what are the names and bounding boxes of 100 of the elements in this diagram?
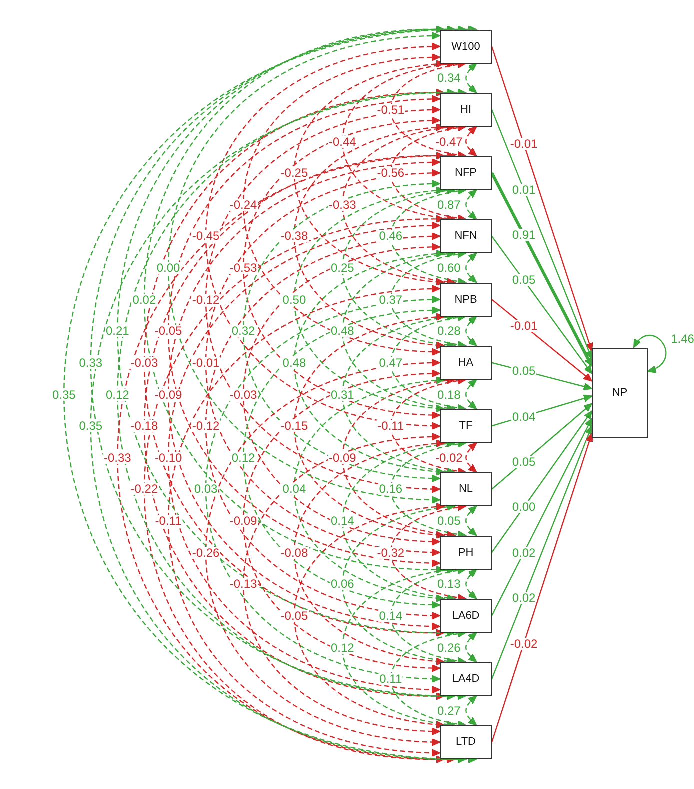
edge-label: 0.18 (436, 388, 462, 400)
edge-label: 0.04 (282, 483, 308, 496)
variable-box: NPB (440, 282, 492, 317)
edge-label: 0.14 (378, 610, 404, 622)
edge-label: 0.50 (282, 294, 308, 306)
edge-label: -0.33 (103, 452, 132, 464)
covariance-arrow (168, 286, 440, 756)
covariance-arrow (294, 377, 445, 602)
edge-label: -0.11 (376, 420, 406, 432)
variable-box: LA4D (440, 662, 492, 696)
edge-label: 0.33 (78, 356, 104, 369)
edge-label: -0.22 (130, 483, 160, 496)
path-arrow (491, 426, 593, 680)
path-arrow (492, 236, 592, 374)
covariance-arrow (206, 43, 440, 430)
edge-label: 0.27 (436, 704, 462, 717)
edge-label: 0.12 (105, 388, 130, 400)
covariance-arrow (294, 504, 445, 728)
covariance-arrow (144, 90, 445, 636)
edge-label: 0.04 (511, 410, 537, 423)
variable-box: PH (440, 536, 492, 570)
covariance-arrow (466, 252, 478, 284)
path-arrow (492, 299, 592, 382)
edge-label: -0.01 (509, 138, 539, 150)
covariance-arrow (64, 26, 478, 763)
covariance-arrow (466, 63, 478, 94)
covariance-arrow (466, 696, 478, 726)
covariance-arrow (243, 307, 440, 608)
covariance-arrow (294, 60, 445, 286)
edge-label: -0.33 (328, 198, 358, 211)
path-arrow (491, 418, 593, 616)
covariance-arrow (144, 216, 445, 763)
path-arrow (490, 172, 594, 367)
edge-label: 0.48 (330, 325, 356, 338)
edge-label: -0.03 (228, 388, 258, 400)
edge-label: -0.53 (228, 262, 258, 274)
edge-label: 0.05 (436, 515, 462, 527)
edge-label: 0.34 (436, 72, 462, 84)
covariance-arrow (243, 434, 440, 735)
covariance-arrow (466, 632, 478, 663)
edge-label: 0.21 (105, 325, 130, 338)
edge-label: 0.46 (378, 230, 404, 242)
covariance-arrow (206, 360, 440, 746)
edge-label: 0.32 (230, 325, 256, 338)
path-arrow (492, 410, 592, 553)
covariance-arrow (294, 187, 445, 412)
edge-label: 0.05 (511, 365, 537, 378)
covariance-arrow (118, 90, 456, 700)
covariance-arrow (206, 233, 440, 620)
edge-label: 0.37 (378, 294, 404, 306)
variable-box: NFP (440, 156, 492, 190)
covariance-arrow (294, 314, 445, 538)
edge-label: 0.60 (436, 262, 462, 274)
covariance-arrow (243, 117, 440, 419)
variable-box: NP (592, 348, 648, 438)
edge-label: -0.32 (376, 546, 406, 559)
variable-box: W100 (440, 30, 492, 64)
edge-label: -0.25 (280, 167, 310, 180)
edge-label: 0.16 (378, 483, 404, 496)
edge-label: -0.51 (376, 104, 406, 116)
covariance-arrow (390, 188, 466, 286)
edge-label: -0.18 (130, 420, 160, 432)
covariance-arrow (243, 54, 440, 356)
edge-label: -0.02 (434, 452, 464, 464)
edge-label: -0.10 (154, 452, 184, 464)
covariance-arrow (294, 250, 445, 476)
covariance-arrow (466, 379, 478, 410)
covariance-arrow (168, 159, 440, 630)
covariance-arrow (390, 250, 466, 348)
edge-label: -0.01 (509, 320, 539, 332)
covariance-arrow (206, 106, 440, 493)
edge-label: 1.46 (670, 333, 694, 345)
covariance-arrow (342, 377, 456, 538)
covariance-arrow (206, 170, 440, 556)
edge-label: 0.05 (511, 274, 537, 286)
covariance-arrow (390, 440, 466, 538)
covariance-arrow (466, 126, 478, 157)
edge-label: 0.35 (78, 420, 104, 432)
edge-label: 0.31 (330, 388, 356, 400)
edge-label: -0.09 (328, 452, 358, 464)
edge-label: -0.12 (191, 420, 221, 432)
edge-label: -0.09 (154, 388, 184, 400)
covariance-arrow (243, 370, 440, 672)
edge-label: 0.02 (132, 294, 158, 306)
covariance-arrow (390, 630, 466, 728)
edge-label: 0.06 (330, 578, 356, 590)
path-arrow (491, 110, 593, 360)
edge-label: 0.48 (282, 356, 308, 369)
covariance-arrow (243, 244, 440, 546)
edge-label: 0.02 (511, 546, 537, 559)
covariance-arrow (342, 250, 456, 412)
variable-box: HA (440, 346, 492, 380)
covariance-arrow (390, 124, 466, 222)
edge-label: -0.02 (509, 638, 539, 650)
variable-box: HI (440, 92, 492, 127)
edge-label: -0.47 (434, 136, 464, 148)
edge-label: -0.38 (280, 230, 310, 242)
covariance-arrow (91, 26, 466, 700)
edge-label: -0.15 (280, 420, 310, 432)
covariance-arrow (144, 152, 445, 700)
